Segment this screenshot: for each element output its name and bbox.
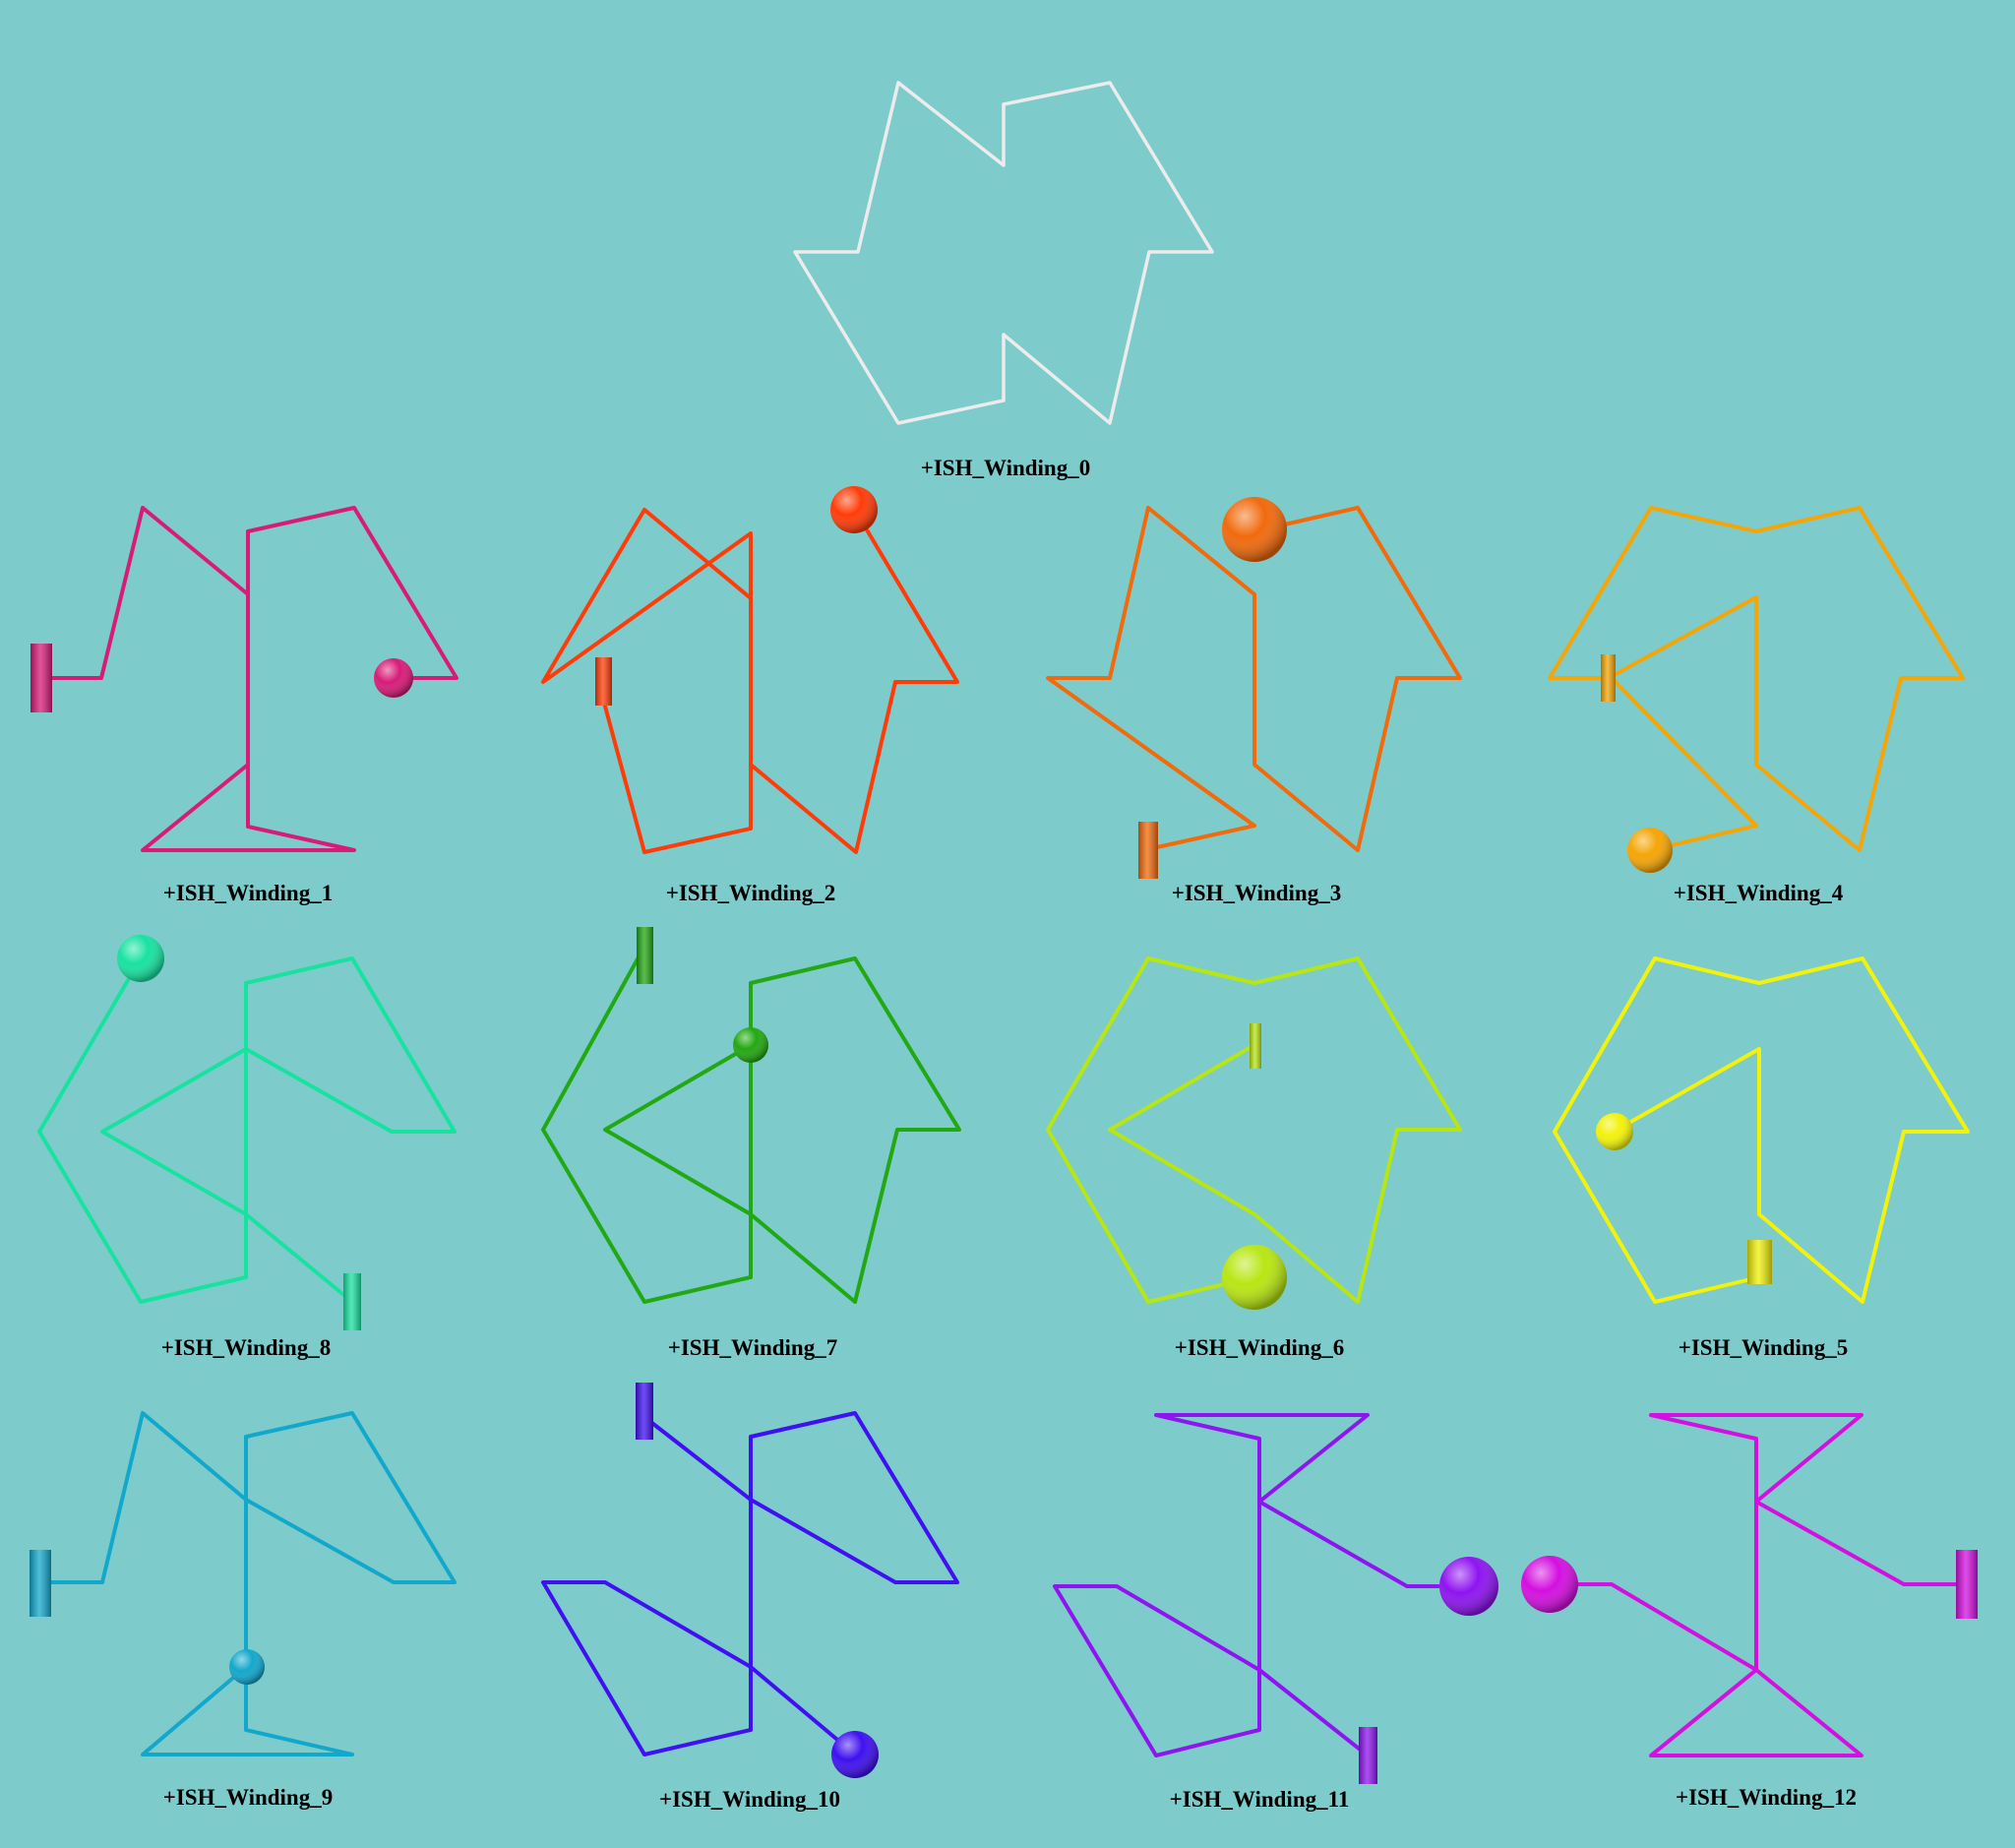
winding-11-cylinder-shade <box>1359 1727 1377 1784</box>
winding-10-cylinder-shade <box>636 1383 653 1440</box>
winding-10-coil <box>541 1411 959 1756</box>
winding-0-coil <box>793 81 1214 425</box>
winding-2-label: +ISH_Winding_2 <box>666 881 835 905</box>
winding-1-label: +ISH_Winding_1 <box>163 881 333 905</box>
winding-11: +ISH_Winding_11 <box>1053 1413 1498 1812</box>
winding-9-cylinder-shade <box>30 1550 51 1617</box>
winding-5-label: +ISH_Winding_5 <box>1679 1335 1848 1360</box>
winding-6-coil <box>1046 956 1462 1304</box>
winding-2-cylinder-shade <box>595 657 612 706</box>
winding-12-cylinder-shade <box>1956 1550 1978 1619</box>
winding-5: +ISH_Winding_5 <box>1553 956 1970 1360</box>
winding-6: +ISH_Winding_6 <box>1046 956 1462 1360</box>
winding-11-sphere-shade <box>1439 1557 1498 1616</box>
winding-5-sphere-shade <box>1596 1113 1633 1150</box>
winding-8-sphere-shade <box>117 935 164 982</box>
winding-1: +ISH_Winding_1 <box>31 506 458 905</box>
winding-1-cylinder-shade <box>31 644 52 712</box>
winding-3-sphere-shade <box>1222 497 1287 562</box>
winding-6-label: +ISH_Winding_6 <box>1175 1335 1344 1360</box>
winding-9: +ISH_Winding_9 <box>30 1411 457 1810</box>
winding-2-sphere-shade <box>830 486 878 533</box>
winding-0: +ISH_Winding_0 <box>793 81 1214 480</box>
winding-3-cylinder-shade <box>1138 822 1158 879</box>
winding-5-cylinder-shade <box>1747 1240 1772 1284</box>
winding-4-label: +ISH_Winding_4 <box>1674 881 1844 905</box>
winding-7-label: +ISH_Winding_7 <box>668 1335 837 1360</box>
winding-2-coil <box>541 508 959 854</box>
winding-1-coil <box>41 506 458 852</box>
winding-6-sphere-shade <box>1222 1245 1287 1310</box>
winding-6-cylinder-shade <box>1250 1023 1261 1069</box>
winding-9-label: +ISH_Winding_9 <box>163 1785 333 1810</box>
winding-10-sphere-shade <box>831 1731 879 1778</box>
winding-7-sphere-shade <box>733 1027 768 1063</box>
winding-12-label: +ISH_Winding_12 <box>1676 1785 1857 1810</box>
winding-8-coil <box>37 956 457 1304</box>
winding-12: +ISH_Winding_12 <box>1521 1413 1978 1810</box>
winding-11-coil <box>1053 1413 1468 1757</box>
winding-9-coil <box>39 1411 457 1756</box>
winding-3: +ISH_Winding_3 <box>1046 497 1462 905</box>
winding-5-coil <box>1553 956 1970 1304</box>
winding-7: +ISH_Winding_7 <box>541 927 961 1360</box>
winding-8: +ISH_Winding_8 <box>37 935 457 1360</box>
winding-4-sphere-shade <box>1627 828 1673 873</box>
winding-3-label: +ISH_Winding_3 <box>1172 881 1341 905</box>
winding-12-coil <box>1550 1413 1966 1757</box>
winding-4-cylinder-shade <box>1601 654 1616 702</box>
winding-3-coil <box>1046 506 1462 852</box>
winding-10: +ISH_Winding_10 <box>541 1383 959 1812</box>
winding-7-coil <box>541 946 961 1304</box>
winding-12-sphere-shade <box>1521 1556 1578 1613</box>
winding-8-label: +ISH_Winding_8 <box>161 1335 331 1360</box>
winding-1-sphere-shade <box>374 658 413 698</box>
winding-4: +ISH_Winding_4 <box>1548 506 1965 905</box>
winding-8-cylinder-shade <box>343 1273 361 1330</box>
winding-7-cylinder-shade <box>637 927 653 984</box>
winding-10-label: +ISH_Winding_10 <box>659 1787 840 1812</box>
winding-0-label: +ISH_Winding_0 <box>921 456 1090 480</box>
winding-2: +ISH_Winding_2 <box>541 486 959 905</box>
winding-9-sphere-shade <box>229 1649 265 1685</box>
winding-11-label: +ISH_Winding_11 <box>1170 1787 1350 1812</box>
